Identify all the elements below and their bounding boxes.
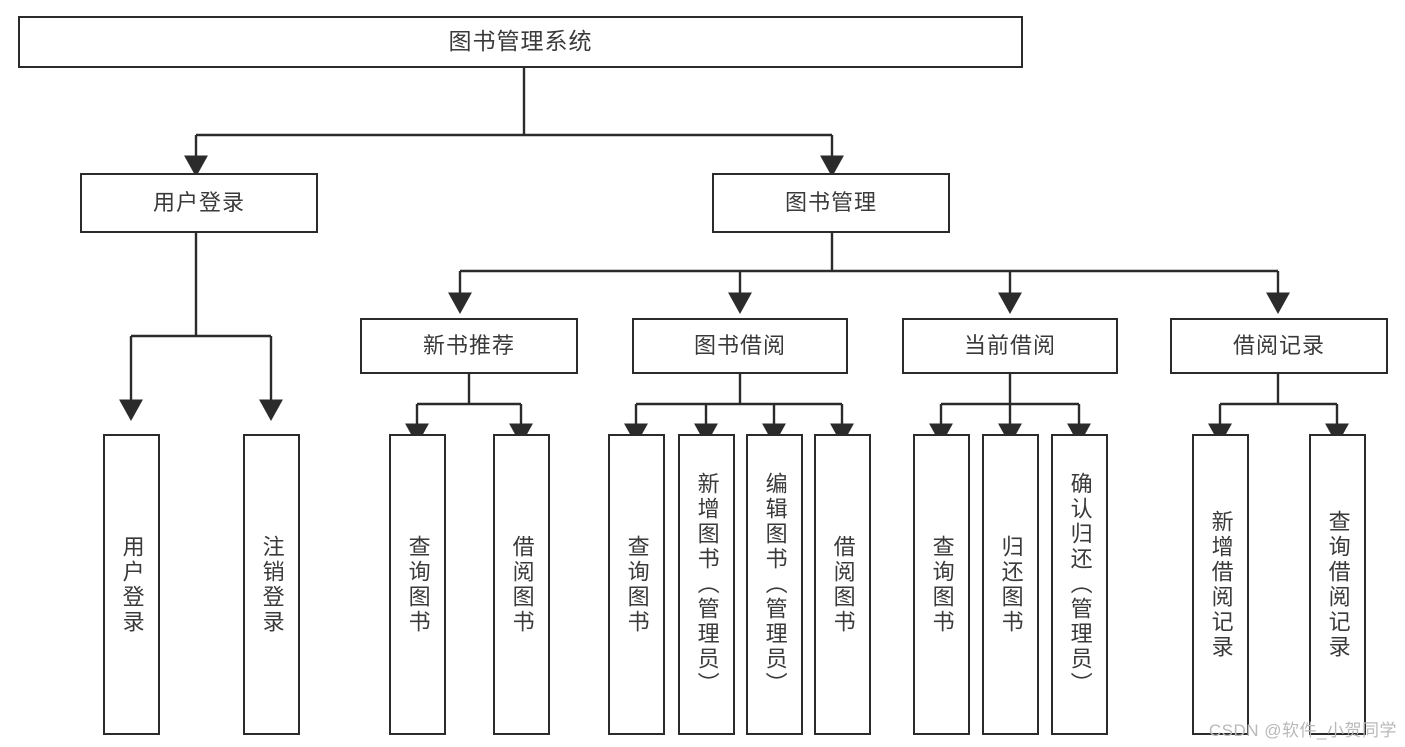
node-leaf-add-record[interactable]: 新增借阅记录 — [1192, 434, 1249, 735]
node-leaf-query-record-label: 查询借阅记录 — [1325, 509, 1351, 660]
node-leaf-borrow-book-1-label: 借阅图书 — [509, 534, 535, 635]
edge-currentborrow-to-leaves — [929, 374, 1091, 445]
node-user-login-label: 用户登录 — [152, 189, 245, 215]
node-borrow-record[interactable]: 借阅记录 — [1170, 318, 1388, 374]
node-new-book-recommend-label: 新书推荐 — [422, 332, 515, 358]
node-leaf-borrow-book-1[interactable]: 借阅图书 — [493, 434, 550, 735]
edge-newbook-to-leaves — [405, 374, 533, 445]
node-leaf-query-book-1-label: 查询图书 — [405, 534, 431, 635]
edge-userlogin-to-leaves — [119, 233, 283, 421]
node-leaf-user-login-label: 用户登录 — [119, 534, 145, 635]
node-leaf-user-login[interactable]: 用户登录 — [103, 434, 160, 735]
edge-bookborrow-to-leaves — [624, 374, 854, 445]
edge-root-to-level1 — [184, 68, 844, 177]
node-leaf-query-book-3-label: 查询图书 — [929, 534, 955, 635]
node-leaf-add-record-label: 新增借阅记录 — [1208, 509, 1234, 660]
node-leaf-logout[interactable]: 注销登录 — [243, 434, 300, 735]
node-book-borrow[interactable]: 图书借阅 — [632, 318, 848, 374]
node-leaf-return-book[interactable]: 归还图书 — [982, 434, 1039, 735]
node-leaf-add-book-label: 新增图书（管理员） — [694, 472, 720, 697]
node-leaf-borrow-book-2[interactable]: 借阅图书 — [814, 434, 871, 735]
node-leaf-query-record[interactable]: 查询借阅记录 — [1309, 434, 1366, 735]
edge-bookmgmt-to-level2 — [448, 233, 1290, 314]
node-leaf-confirm-return-label: 确认归还（管理员） — [1067, 472, 1093, 697]
node-leaf-borrow-book-2-label: 借阅图书 — [830, 534, 856, 635]
node-leaf-query-book-2-label: 查询图书 — [624, 534, 650, 635]
node-root-label: 图书管理系统 — [448, 28, 593, 55]
node-leaf-query-book-2[interactable]: 查询图书 — [608, 434, 665, 735]
node-root[interactable]: 图书管理系统 — [18, 16, 1023, 68]
node-current-borrow-label: 当前借阅 — [963, 332, 1056, 358]
node-book-management[interactable]: 图书管理 — [712, 173, 950, 233]
node-leaf-query-book-3[interactable]: 查询图书 — [913, 434, 970, 735]
node-leaf-query-book-1[interactable]: 查询图书 — [389, 434, 446, 735]
node-leaf-return-book-label: 归还图书 — [998, 534, 1024, 635]
node-borrow-record-label: 借阅记录 — [1232, 332, 1325, 358]
node-leaf-edit-book-label: 编辑图书（管理员） — [762, 472, 788, 697]
node-current-borrow[interactable]: 当前借阅 — [902, 318, 1118, 374]
node-book-borrow-label: 图书借阅 — [693, 332, 786, 358]
node-new-book-recommend[interactable]: 新书推荐 — [360, 318, 578, 374]
node-leaf-logout-label: 注销登录 — [259, 534, 285, 635]
node-leaf-confirm-return[interactable]: 确认归还（管理员） — [1051, 434, 1108, 735]
edge-borrowrecord-to-leaves — [1208, 374, 1349, 445]
node-user-login[interactable]: 用户登录 — [80, 173, 318, 233]
csdn-watermark: CSDN @软件_小贺同学 — [1208, 721, 1397, 740]
node-leaf-add-book[interactable]: 新增图书（管理员） — [678, 434, 735, 735]
node-book-management-label: 图书管理 — [784, 189, 877, 215]
node-leaf-edit-book[interactable]: 编辑图书（管理员） — [746, 434, 803, 735]
